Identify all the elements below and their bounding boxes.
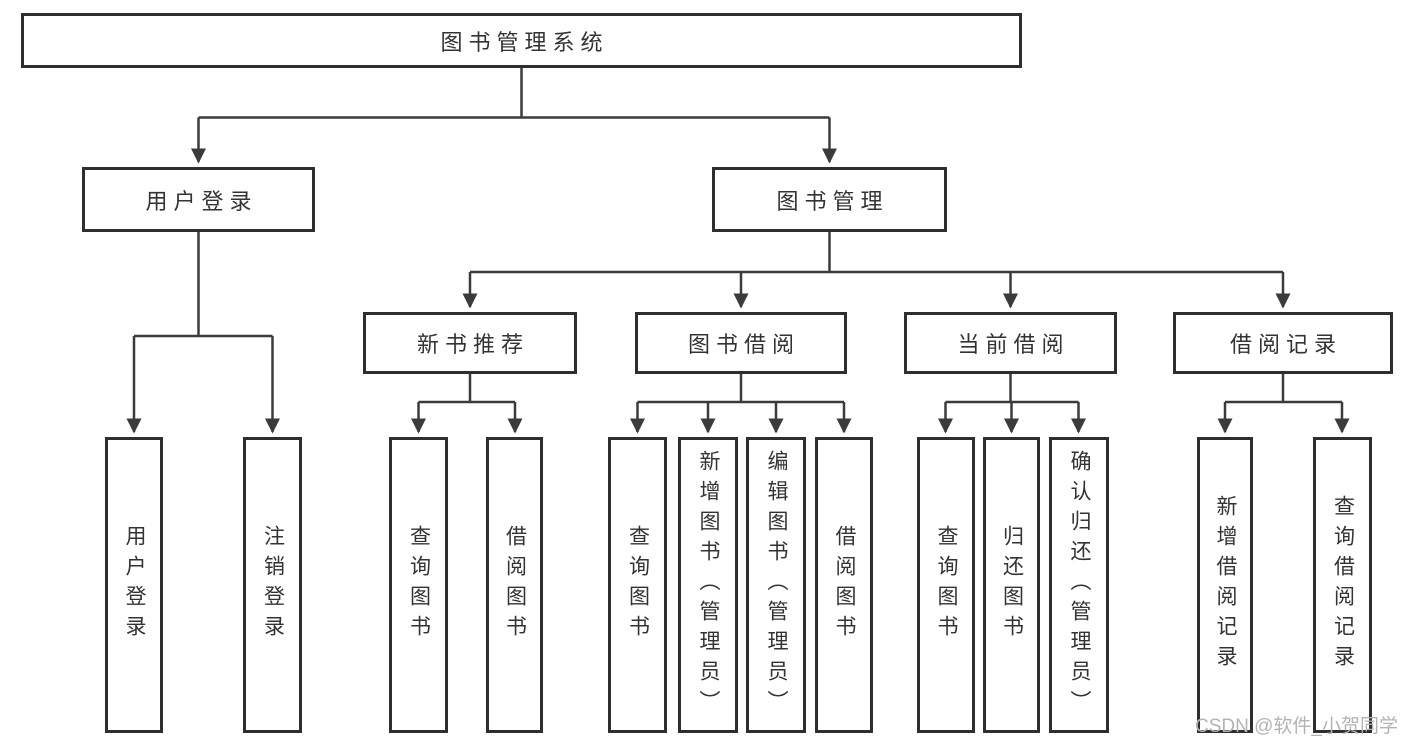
- node-label: 注销登录: [261, 525, 285, 645]
- leaf-bb-query-books: 查询图书: [608, 437, 667, 733]
- node-new-book-recommendation: 新书推荐: [363, 312, 577, 374]
- leaf-bb-borrow-books: 借阅图书: [815, 437, 873, 733]
- node-label: 图书管理系统: [440, 29, 609, 55]
- node-label: 图书管理: [776, 188, 889, 214]
- node-label: 归还图书: [1000, 525, 1024, 645]
- node-current-borrowing: 当前借阅: [904, 312, 1117, 374]
- node-label: 用户登录: [123, 525, 146, 645]
- leaf-cb-return-books: 归还图书: [983, 437, 1040, 733]
- leaf-br-add-record: 新增借阅记录: [1197, 437, 1253, 733]
- node-label: 图书借阅: [687, 332, 800, 357]
- leaf-logout: 注销登录: [243, 437, 302, 733]
- node-label: 查询图书: [626, 525, 650, 645]
- leaf-br-query-record: 查询借阅记录: [1313, 437, 1372, 733]
- csdn-watermark: CSDN @软件_小贺同学: [1195, 716, 1398, 737]
- leaf-bb-edit-books-admin: 编辑图书（管理员）: [746, 437, 806, 733]
- node-user-login: 用户登录: [82, 167, 315, 232]
- node-label: 查询图书: [935, 525, 958, 645]
- node-label: 新增图书（管理员）: [697, 450, 720, 720]
- leaf-cb-query-books: 查询图书: [917, 437, 975, 733]
- node-label: 查询图书: [407, 525, 431, 645]
- node-label: 借阅记录: [1229, 332, 1342, 357]
- node-label: 新增借阅记录: [1214, 495, 1237, 675]
- node-label: 借阅图书: [503, 525, 527, 645]
- node-label: 新书推荐: [416, 332, 529, 357]
- node-label: 借阅图书: [833, 525, 856, 645]
- leaf-user-login: 用户登录: [105, 437, 163, 733]
- node-label: 确认归还（管理员）: [1068, 450, 1091, 720]
- node-label: 查询借阅记录: [1331, 495, 1355, 675]
- leaf-nbr-query-books: 查询图书: [389, 437, 448, 733]
- leaf-bb-add-books-admin: 新增图书（管理员）: [678, 437, 738, 733]
- node-label: 用户登录: [145, 188, 258, 214]
- edge-arrows: [126, 117, 1350, 434]
- node-borrowing-records: 借阅记录: [1173, 312, 1393, 374]
- leaf-nbr-borrow-books: 借阅图书: [486, 437, 543, 733]
- node-root-system: 图书管理系统: [21, 13, 1022, 68]
- node-label: 编辑图书（管理员）: [765, 450, 788, 720]
- node-book-borrowing: 图书借阅: [635, 312, 847, 374]
- edge-trunks: [134, 68, 1342, 404]
- node-label: 当前借阅: [957, 332, 1070, 357]
- leaf-cb-confirm-return-admin: 确认归还（管理员）: [1049, 437, 1109, 733]
- node-book-management: 图书管理: [712, 167, 947, 232]
